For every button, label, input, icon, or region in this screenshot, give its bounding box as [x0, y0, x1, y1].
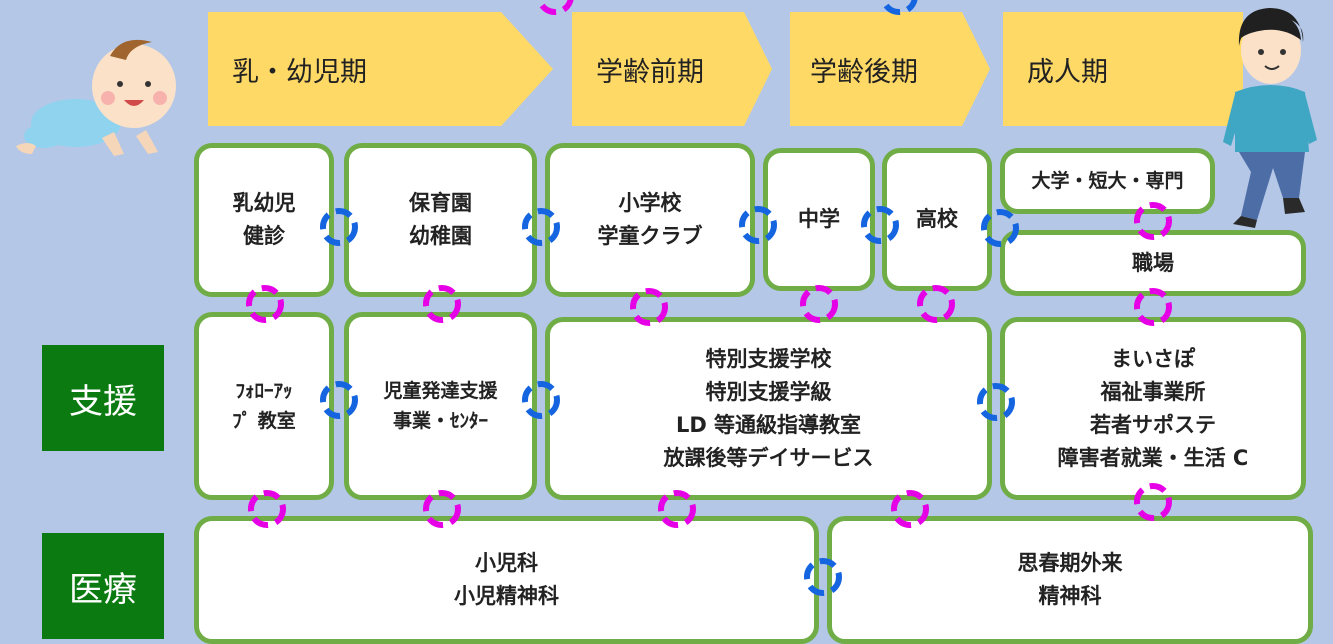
vertical-link-icon: [246, 285, 284, 323]
horizontal-link-icon: [880, 0, 918, 15]
box-junior-high: 中学: [763, 148, 875, 291]
vertical-link-icon: [917, 285, 955, 323]
vertical-link-icon: [630, 288, 668, 326]
box-elementary-school: 小学校 学童クラブ: [545, 143, 755, 297]
box-adolescent-psychiatry: 思春期外来 精神科: [827, 516, 1313, 644]
horizontal-link-icon: [804, 558, 842, 596]
horizontal-link-icon: [536, 0, 574, 15]
box-special-support-school: 特別支援学校 特別支援学級 LD 等通級指導教室 放課後等デイサービス: [545, 317, 992, 500]
box-adult-support: まいさぽ 福祉事業所 若者サポステ 障害者就業・生活 C: [1000, 317, 1306, 500]
category-label-medical: 医療: [42, 533, 164, 639]
vertical-link-icon: [423, 285, 461, 323]
stage-arrow-early-school: 学齢前期: [572, 12, 772, 126]
box-nursery-kindergarten: 保育園 幼稚園: [344, 143, 537, 297]
stage-arrow-late-school: 学齢後期: [790, 12, 990, 126]
box-high-school: 高校: [882, 148, 992, 291]
vertical-link-icon: [1134, 483, 1172, 521]
man-illustration: [1223, 8, 1317, 228]
stage-arrow-infant: 乳・幼児期: [208, 12, 553, 126]
horizontal-link-icon: [320, 208, 358, 246]
horizontal-link-icon: [977, 383, 1015, 421]
box-pediatrics: 小児科 小児精神科: [194, 516, 819, 644]
stage-label: 乳・幼児期: [232, 56, 367, 88]
stage-label: 成人期: [1027, 56, 1108, 88]
category-label-support: 支援: [42, 345, 164, 451]
vertical-link-icon: [658, 490, 696, 528]
box-child-development-support: 児童発達支援 事業・ｾﾝﾀｰ: [344, 312, 537, 500]
horizontal-link-icon: [981, 209, 1019, 247]
horizontal-link-icon: [522, 208, 560, 246]
horizontal-link-icon: [522, 381, 560, 419]
vertical-link-icon: [891, 490, 929, 528]
vertical-link-icon: [800, 285, 838, 323]
vertical-link-icon: [423, 490, 461, 528]
horizontal-link-icon: [320, 381, 358, 419]
horizontal-link-icon: [861, 206, 899, 244]
baby-illustration: [16, 39, 176, 156]
box-infant-checkup: 乳幼児 健診: [194, 143, 334, 297]
box-university: 大学・短大・専門: [1000, 148, 1215, 214]
stage-label: 学齢前期: [596, 56, 704, 88]
vertical-link-icon: [248, 490, 286, 528]
vertical-link-icon: [1134, 288, 1172, 326]
box-followup-class: ﾌｫﾛｰｱｯ ﾌﾟ 教室: [194, 312, 334, 500]
stage-label: 学齢後期: [810, 56, 918, 88]
stage-arrow-adult: 成人期: [1003, 12, 1243, 126]
vertical-link-icon: [1134, 202, 1172, 240]
horizontal-link-icon: [739, 206, 777, 244]
